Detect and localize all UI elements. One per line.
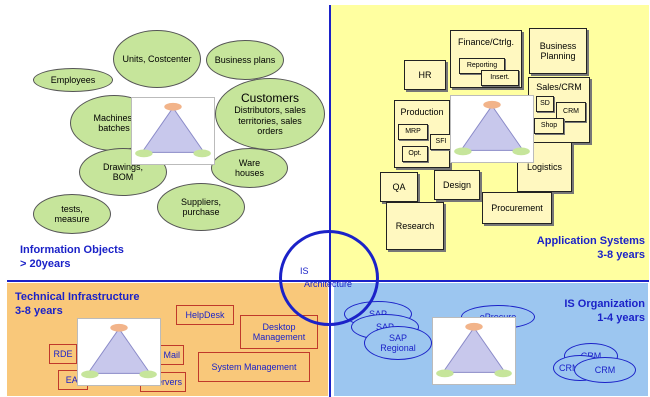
triangle-diagram-icon <box>135 102 211 158</box>
triangle-thumbnail-application <box>450 95 534 163</box>
business-plans-ellipse: Business plans <box>206 40 284 80</box>
triangle-diagram-icon <box>454 100 530 156</box>
application-systems-title: Application Systems <box>536 235 645 247</box>
suppliers-ellipse: Suppliers, purchase <box>157 183 245 231</box>
sfi-box: SFI <box>430 134 452 150</box>
is-organization-years: 1-4 years <box>597 311 645 324</box>
is-label: IS <box>300 266 309 276</box>
triangle-thumbnail-organization <box>432 317 516 385</box>
tests-ellipse: tests, measure <box>33 194 111 234</box>
crm-ellipse-3: CRM <box>574 357 636 383</box>
triangle-diagram-icon <box>436 322 512 378</box>
triangle-diagram-icon <box>81 323 157 379</box>
shop-box: Shop <box>534 118 564 134</box>
employees-ellipse: Employees <box>33 68 113 92</box>
information-objects-label: Information Objects > 20years <box>20 244 124 272</box>
technical-infrastructure-title: Technical Infrastructure <box>15 291 140 303</box>
customers-subtitle: Distributors, sales territories, sales o… <box>234 105 306 137</box>
system-management-box: System Management <box>198 352 310 382</box>
architecture-label: Architecture <box>304 279 353 289</box>
triangle-thumbnail-infrastructure <box>77 318 161 386</box>
technical-infrastructure-years: 3-8 years <box>15 304 63 317</box>
research-box: Research <box>386 202 444 250</box>
units-ellipse: Units, Costcenter <box>113 30 201 88</box>
hr-box: HR <box>404 60 446 90</box>
sd-box: SD <box>536 96 554 112</box>
mrp-box: MRP <box>398 124 428 140</box>
rde-box: RDE <box>49 344 77 364</box>
customers-title: Customers <box>240 90 299 105</box>
opt-box: Opt. <box>402 146 428 162</box>
application-systems-label: Application Systems 3-8 years <box>500 235 645 263</box>
triangle-thumbnail-information <box>131 97 215 165</box>
helpdesk-box: HelpDesk <box>176 305 234 325</box>
business-planning-box: Business Planning <box>529 28 587 74</box>
vertical-axis-line <box>329 5 331 397</box>
design-box: Design <box>434 170 480 200</box>
application-systems-years: 3-8 years <box>597 248 645 261</box>
crm-box: CRM <box>556 102 586 122</box>
technical-infrastructure-label: Technical Infrastructure 3-8 years <box>15 291 140 319</box>
customers-ellipse: Customers Distributors, sales territorie… <box>215 78 325 150</box>
is-organization-title: IS Organization <box>564 298 645 310</box>
sap-regional-ellipse: SAP Regional <box>364 326 432 360</box>
procurement-box: Procurement <box>482 192 552 224</box>
is-architecture-circle <box>279 230 379 326</box>
qa-box: QA <box>380 172 418 202</box>
information-objects-title: Information Objects <box>20 244 124 256</box>
warehouses-ellipse: Ware houses <box>211 148 288 188</box>
is-organization-label: IS Organization 1-4 years <box>500 298 645 326</box>
insert-box: Insert. <box>481 70 519 86</box>
information-objects-years: > 20years <box>20 257 71 270</box>
desktop-management-box: Desktop Management <box>240 315 318 349</box>
